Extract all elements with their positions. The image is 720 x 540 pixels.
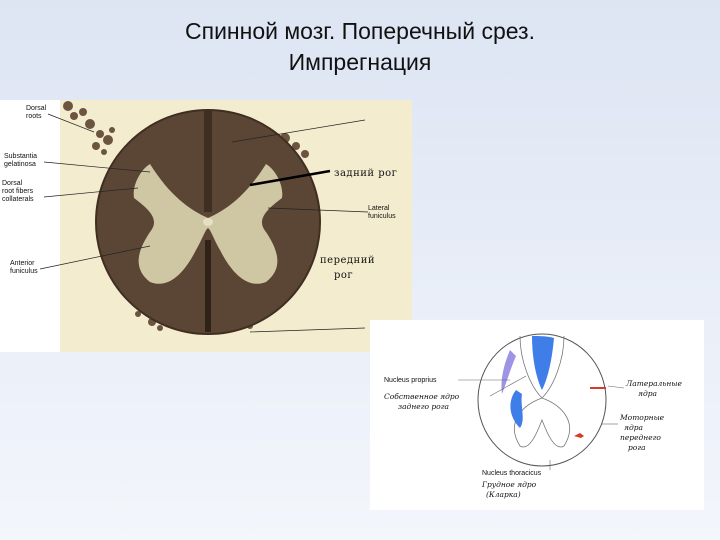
label-own-nucleus-2: заднего рога <box>398 402 449 411</box>
label-motor-4: рога <box>628 443 646 452</box>
central-canal <box>203 218 213 226</box>
label-anterior: Anterior <box>10 260 35 267</box>
right-labels: Lateral funiculus <box>368 205 396 220</box>
label-ventral-horn-1: передний <box>320 255 375 266</box>
label-own-nucleus-1: Собственное ядро <box>384 392 460 401</box>
label-nucleus-thoracicus: Nucleus thoracicus <box>482 470 542 477</box>
label-dorsal: Dorsal <box>26 105 47 112</box>
motor-nucleus-red <box>574 433 584 438</box>
label-collaterals: collaterals <box>2 196 34 203</box>
label-nucleus-proprius: Nucleus proprius <box>384 377 437 384</box>
thoracic-nucleus-blue <box>510 390 523 428</box>
label-thoracic-1: Грудное ядро <box>481 480 537 489</box>
spinal-cord-photo-svg: Dorsal roots Substantia gelatinosa Dorsa… <box>0 100 412 352</box>
label-root-fibers: root fibers <box>2 188 34 195</box>
leader-lines <box>39 113 369 333</box>
gray-matter <box>133 164 283 284</box>
label-dorsal-2: Dorsal <box>2 180 23 187</box>
label-motor-1: Моторные <box>619 413 665 422</box>
spinal-cord-photo: Dorsal roots Substantia gelatinosa Dorsa… <box>0 100 412 352</box>
diagram-leader-lines <box>458 375 625 470</box>
dorsal-horn-pointer <box>249 169 331 187</box>
left-labels: Dorsal roots Substantia gelatinosa Dorsa… <box>2 105 47 275</box>
dorsal-median-septum <box>204 110 212 212</box>
label-lateral-nuclei-1: Латеральные <box>625 379 682 388</box>
slide-title-line-2: Импрегнация <box>288 49 432 75</box>
ventral-median-fissure <box>205 240 211 332</box>
label-motor-3: переднего <box>620 433 661 442</box>
label-area <box>0 100 60 352</box>
label-roots: roots <box>26 113 42 120</box>
label-gelatinosa: gelatinosa <box>4 161 36 168</box>
label-thoracic-2: (Кларка) <box>486 490 521 499</box>
handwritten-labels: задний рог передний рог <box>320 168 397 281</box>
label-ventral-horn-2: рог <box>334 270 353 281</box>
label-lateral-nuclei-2: ядра <box>638 389 657 398</box>
gray-matter-outline <box>514 335 570 448</box>
lilac-region-upper <box>501 350 516 394</box>
dorsal-horn-blue <box>532 336 554 390</box>
nuclei-diagram: Nucleus proprius Собственное ядро заднег… <box>370 320 704 510</box>
slide-title-line-1: Спинной мозг. Поперечный срез. <box>185 18 535 44</box>
label-substantia: Substantia <box>4 153 37 160</box>
nuclei-diagram-svg: Nucleus proprius Собственное ядро заднег… <box>384 333 682 499</box>
slide-title: Спинной мозг. Поперечный срез. Импрегнац… <box>0 16 720 78</box>
label-lateral: Lateral <box>368 205 390 212</box>
label-funiculus: funiculus <box>10 268 38 275</box>
label-dorsal-horn: задний рог <box>334 168 397 179</box>
label-funiculus-lateral: funiculus <box>368 213 396 220</box>
label-motor-2: ядра <box>624 423 643 432</box>
